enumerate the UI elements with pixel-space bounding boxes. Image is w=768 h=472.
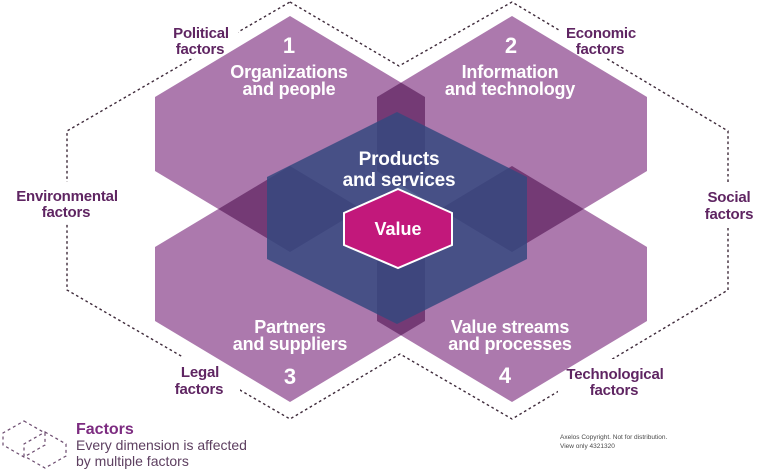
environmental-label-mask bbox=[6, 182, 124, 224]
technological-factors-line1: Technological bbox=[566, 366, 663, 383]
copyright-watermark: Axelos Copyright. Not for distribution. … bbox=[560, 434, 667, 450]
legend-title: Factors bbox=[76, 421, 134, 438]
environmental-factors-line1: Environmental bbox=[16, 188, 118, 205]
technological-label-mask bbox=[558, 359, 670, 399]
hexagon-value bbox=[343, 187, 453, 270]
legend-hexagon-icon-left bbox=[2, 420, 46, 458]
dimension-4-label-line1: Value streams bbox=[451, 317, 570, 337]
dashed-boundary-outline bbox=[66, 1, 729, 420]
dimension-2-number: 2 bbox=[505, 33, 517, 58]
products-services-line1: Products bbox=[359, 149, 440, 170]
political-label-mask bbox=[164, 20, 238, 58]
social-label-mask bbox=[694, 183, 762, 227]
economic-label-mask bbox=[560, 20, 642, 58]
dimension-3-label-line1: Partners bbox=[254, 317, 326, 337]
watermark-line2: View only 4321320 bbox=[560, 443, 615, 450]
political-factors-line1: Political bbox=[173, 25, 229, 42]
economic-factors-line2: factors bbox=[576, 41, 625, 58]
legal-label-mask bbox=[156, 357, 240, 399]
social-factors-line1: Social bbox=[708, 189, 751, 206]
watermark-line1: Axelos Copyright. Not for distribution. bbox=[560, 434, 667, 441]
products-services-line2: and services bbox=[343, 170, 456, 191]
dimension-2-label-line2: and technology bbox=[445, 79, 575, 99]
value-label: Value bbox=[374, 219, 421, 239]
legend-description-line2: by multiple factors bbox=[76, 453, 189, 469]
dimension-4-label-line2: and processes bbox=[448, 334, 572, 354]
dimension-3-number: 3 bbox=[284, 364, 296, 389]
political-factors-line2: factors bbox=[176, 41, 225, 58]
dimension-3-label-line2: and suppliers bbox=[233, 334, 348, 354]
social-factors-line2: factors bbox=[705, 206, 754, 223]
legend-description-line1: Every dimension is affected bbox=[76, 437, 247, 453]
dimension-2-label-line1: Information bbox=[462, 62, 559, 82]
dimension-1-number: 1 bbox=[283, 33, 295, 58]
legend-hexagon-icon-right bbox=[23, 431, 67, 469]
factors-legend: Factors Every dimension is affected by m… bbox=[2, 420, 247, 469]
technological-factors-line2: factors bbox=[590, 382, 639, 399]
environmental-factors-line2: factors bbox=[42, 204, 91, 221]
dimension-1-label-line2: and people bbox=[242, 79, 335, 99]
dimension-1-label-line1: Organizations bbox=[230, 62, 348, 82]
legal-factors-line2: factors bbox=[175, 381, 224, 398]
economic-factors-line1: Economic bbox=[566, 25, 636, 42]
dimension-4-number: 4 bbox=[499, 363, 512, 388]
legal-factors-line1: Legal bbox=[181, 364, 219, 381]
